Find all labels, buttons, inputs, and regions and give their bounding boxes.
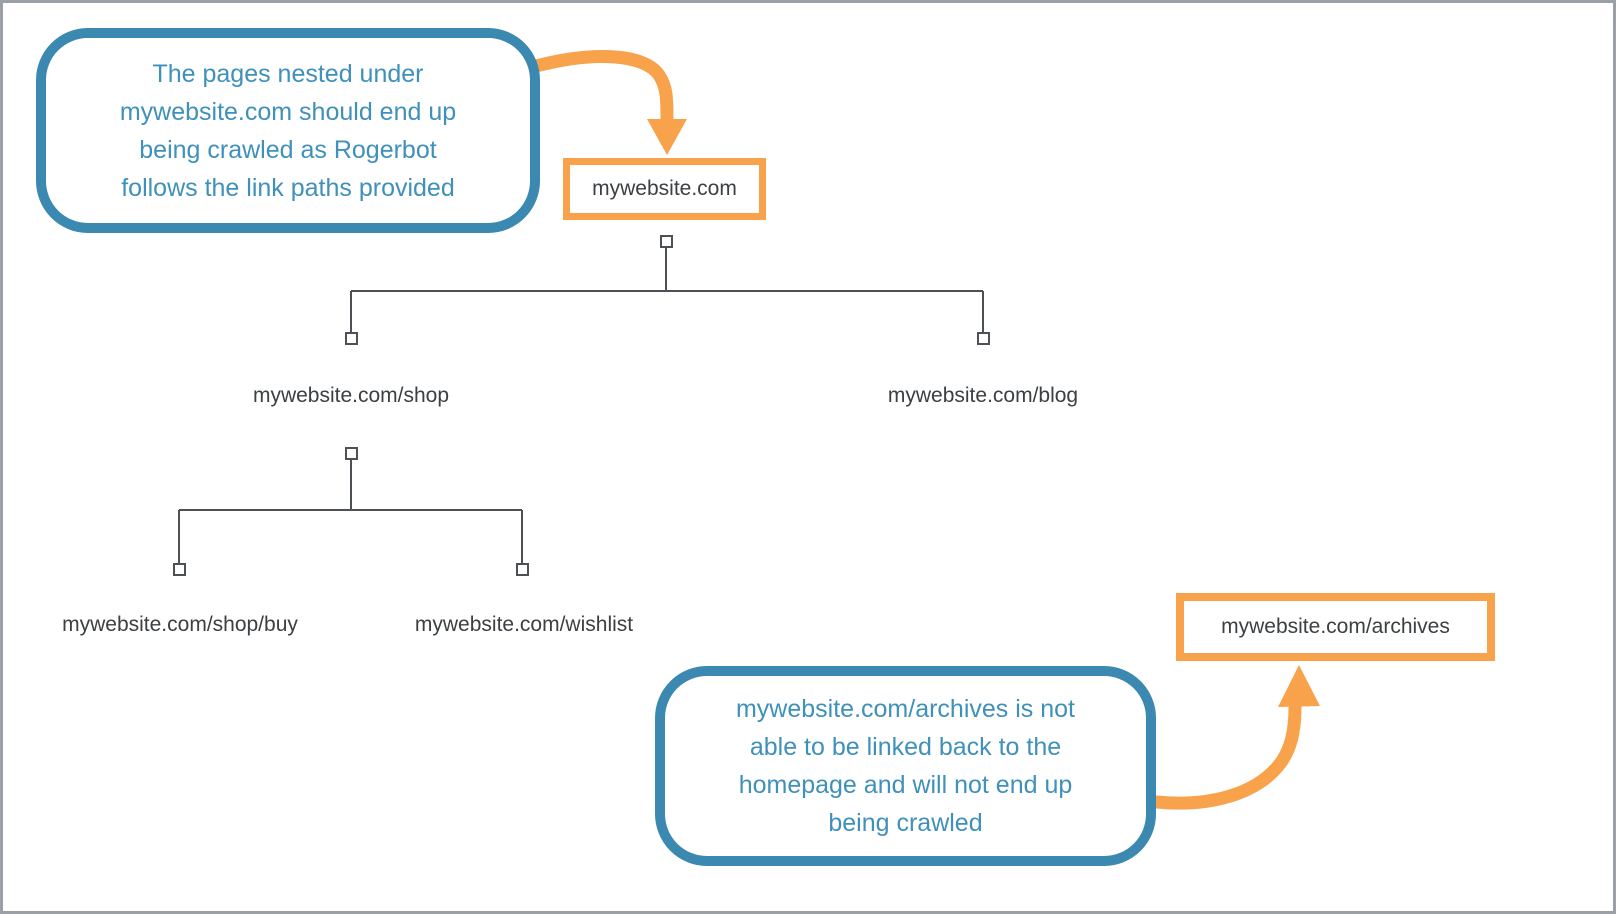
square-shop-buy [173,563,186,576]
node-archives-box: mywebsite.com/archives [1176,593,1495,661]
node-wishlist-label: mywebsite.com/wishlist [414,613,634,636]
square-above-shop-subtree [345,447,358,460]
curved-arrow-up-icon [1150,665,1320,810]
arrow-up-body [1150,700,1302,810]
square-blog [977,332,990,345]
callout-not-crawled: mywebsite.com/archives is not able to be… [655,666,1156,866]
callout-crawled-pages-text: The pages nested under mywebsite.com sho… [119,59,457,202]
arrow-down-body [529,50,674,128]
node-shop-buy-label: mywebsite.com/shop/buy [62,613,298,636]
node-shop-label: mywebsite.com/shop [252,384,450,407]
arrow-up-head [1278,665,1320,707]
node-archives-label: mywebsite.com/archives [1221,615,1450,638]
node-blog-label: mywebsite.com/blog [887,384,1079,407]
arrow-down-head [647,119,687,155]
node-root-box: mywebsite.com [563,158,766,220]
callout-crawled-pages: The pages nested under mywebsite.com sho… [36,28,540,233]
square-wishlist [516,563,529,576]
square-below-root [660,235,673,248]
node-root-label: mywebsite.com [592,177,737,200]
callout-not-crawled-text: mywebsite.com/archives is not able to be… [735,695,1075,837]
square-shop [345,332,358,345]
curved-arrow-down-icon [529,50,687,155]
